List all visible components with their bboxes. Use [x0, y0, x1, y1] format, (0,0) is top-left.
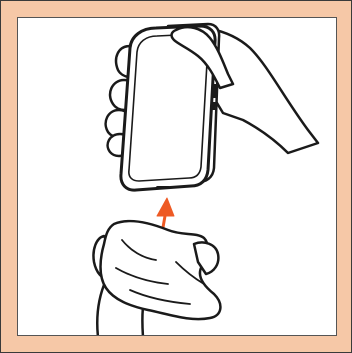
wiping-phone-illustration [18, 18, 337, 336]
illustration-panel [17, 17, 337, 336]
